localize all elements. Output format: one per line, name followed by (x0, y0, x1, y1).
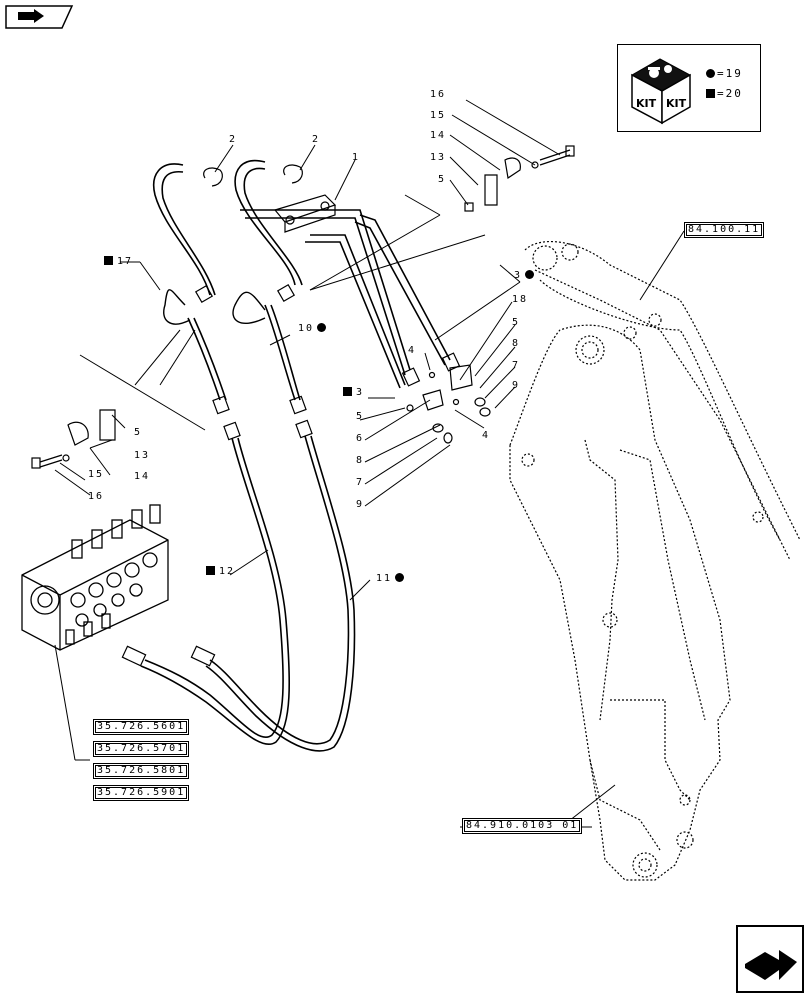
bracket-assembly-left (31, 409, 116, 469)
callout-8-left: 8 (356, 455, 365, 466)
callout-9-right: 9 (512, 380, 521, 391)
kit-text-left: KIT (636, 97, 657, 110)
hose-10 (264, 304, 301, 401)
circle-marker-icon (317, 323, 327, 332)
upper-hose-right (234, 159, 303, 286)
callout-5-right: 5 (512, 317, 521, 328)
circle-marker-icon (706, 69, 715, 78)
callout-9-left: 9 (356, 499, 365, 510)
square-marker-icon (104, 256, 113, 265)
hose-12 (140, 437, 291, 745)
legend-circle-label: =19 (717, 67, 743, 80)
legend-square-label: =20 (717, 87, 743, 100)
callout-1: 1 (352, 152, 361, 163)
valve-reference-link-1[interactable]: 35.726.5601 (93, 719, 190, 735)
callout-5-left: 5 (134, 427, 143, 438)
callout-13-right: 13 (430, 152, 447, 163)
callout-5-mid: 5 (356, 411, 365, 422)
boom-reference-link[interactable]: 84.100.11 (684, 222, 765, 238)
callout-2-right: 2 (312, 134, 321, 145)
callout-3-top: 3 (514, 270, 535, 282)
callout-11: 11 (376, 573, 405, 585)
valve-reference-link-4[interactable]: 35.726.5901 (93, 785, 190, 801)
hose-loop-left (163, 289, 191, 325)
loader-boom-outline (509, 240, 801, 881)
callout-8-right: 8 (512, 338, 521, 349)
kit-cube-icon: KIT KIT (630, 58, 692, 125)
callout-5-top: 5 (438, 174, 447, 185)
clip-2-right (283, 164, 303, 184)
fitting-group-center (406, 364, 491, 444)
kit-legend: KIT KIT =19 =20 (617, 44, 761, 132)
arm-reference-link[interactable]: 84.910.0103 01 (462, 818, 583, 834)
bracket-assembly-right (464, 145, 575, 212)
callout-6: 6 (356, 433, 365, 444)
upper-hose-left (153, 163, 216, 296)
callout-12: 12 (206, 566, 235, 578)
circle-marker-icon (525, 270, 535, 279)
callout-13-left: 13 (134, 450, 151, 461)
callout-17: 17 (104, 256, 133, 268)
square-marker-icon (706, 89, 715, 98)
kit-text-right: KIT (666, 97, 687, 110)
boom-pipes (240, 209, 451, 389)
hose-feed-left (187, 317, 227, 401)
clip-2-left (203, 167, 223, 187)
hose-11 (205, 435, 356, 752)
square-marker-icon (206, 566, 215, 575)
callout-10: 10 (298, 323, 327, 335)
callout-15-left: 15 (88, 469, 105, 480)
callout-18: 18 (512, 294, 529, 305)
clamp-plate-1 (273, 194, 337, 233)
book-arrow-icon[interactable] (4, 4, 74, 30)
callout-3-mid: 3 (343, 387, 364, 399)
callout-14-left: 14 (134, 471, 151, 482)
callout-16-right: 16 (430, 89, 447, 100)
callout-4-bottom: 4 (482, 430, 491, 441)
callout-4-top: 4 (408, 345, 417, 356)
callout-7-left: 7 (356, 477, 365, 488)
valve-reference-link-2[interactable]: 35.726.5701 (93, 741, 190, 757)
legend-circle-row: =19 (706, 67, 743, 80)
square-marker-icon (343, 387, 352, 396)
callout-7-right: 7 (512, 360, 521, 371)
circle-marker-icon (395, 573, 405, 582)
valve-reference-link-3[interactable]: 35.726.5801 (93, 763, 190, 779)
callout-16-left: 16 (88, 491, 105, 502)
callout-15-right: 15 (430, 110, 447, 121)
next-page-arrow-icon[interactable] (735, 924, 805, 994)
legend-square-row: =20 (706, 87, 743, 100)
control-valve-block (21, 504, 169, 651)
callout-14-right: 14 (430, 130, 447, 141)
hose-loop-right (232, 291, 266, 324)
callout-2-left: 2 (229, 134, 238, 145)
